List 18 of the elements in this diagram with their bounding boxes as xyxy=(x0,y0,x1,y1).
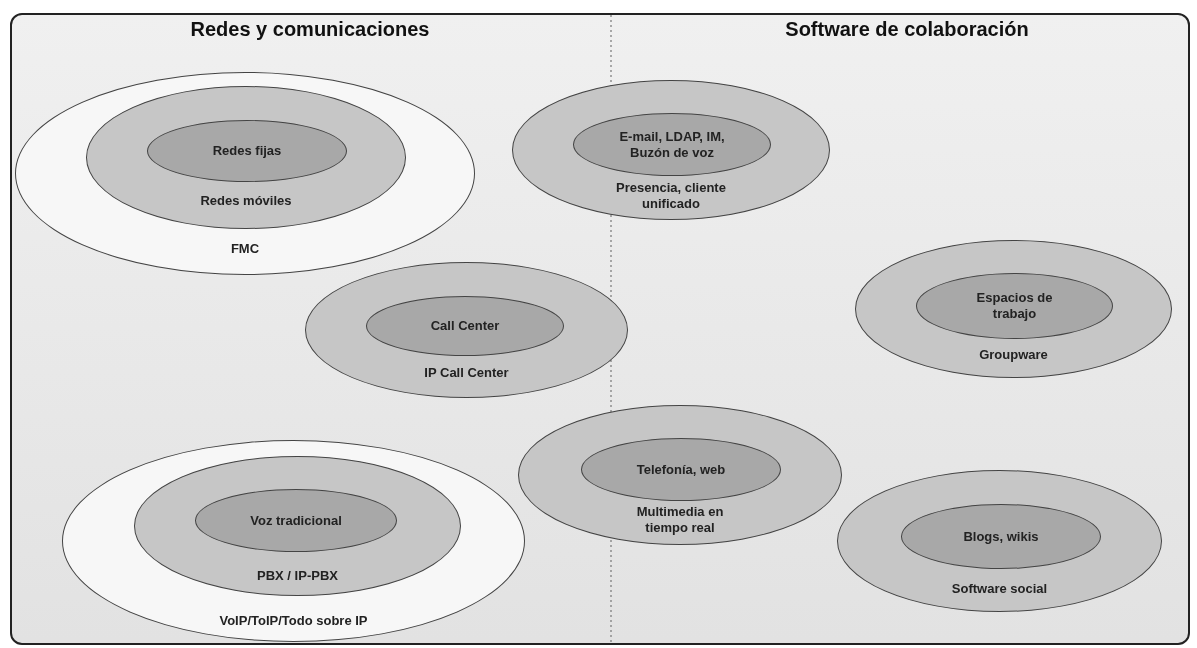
ellipse-label: Call Center xyxy=(430,318,500,334)
ellipse-label: Redes fijas xyxy=(212,143,282,159)
ellipse-label: Presencia, cliente unificado xyxy=(615,180,727,212)
ellipse-label: Software social xyxy=(951,581,1048,597)
ellipse-label: Voz tradicional xyxy=(250,512,342,529)
ellipse-label: Espacios de trabajo xyxy=(975,290,1054,322)
ellipse-label: Telefonía, web xyxy=(636,461,726,478)
ellipse-label: FMC xyxy=(230,241,260,257)
ellipse-label: Blogs, wikis xyxy=(963,528,1039,545)
ellipse-label: E-mail, LDAP, IM, Buzón de voz xyxy=(618,128,726,161)
column-heading: Software de colaboración xyxy=(784,17,1030,42)
ellipse-label: Groupware xyxy=(979,347,1048,363)
column-heading: Redes y comunicaciones xyxy=(189,17,431,42)
ellipse-label: Multimedia en tiempo real xyxy=(635,504,725,536)
ellipse-label: VoIP/ToIP/Todo sobre IP xyxy=(219,613,368,629)
ellipse-label: IP Call Center xyxy=(424,365,509,381)
ellipse-label: PBX / IP-PBX xyxy=(257,568,338,584)
ellipse-label: Redes móviles xyxy=(200,193,292,209)
